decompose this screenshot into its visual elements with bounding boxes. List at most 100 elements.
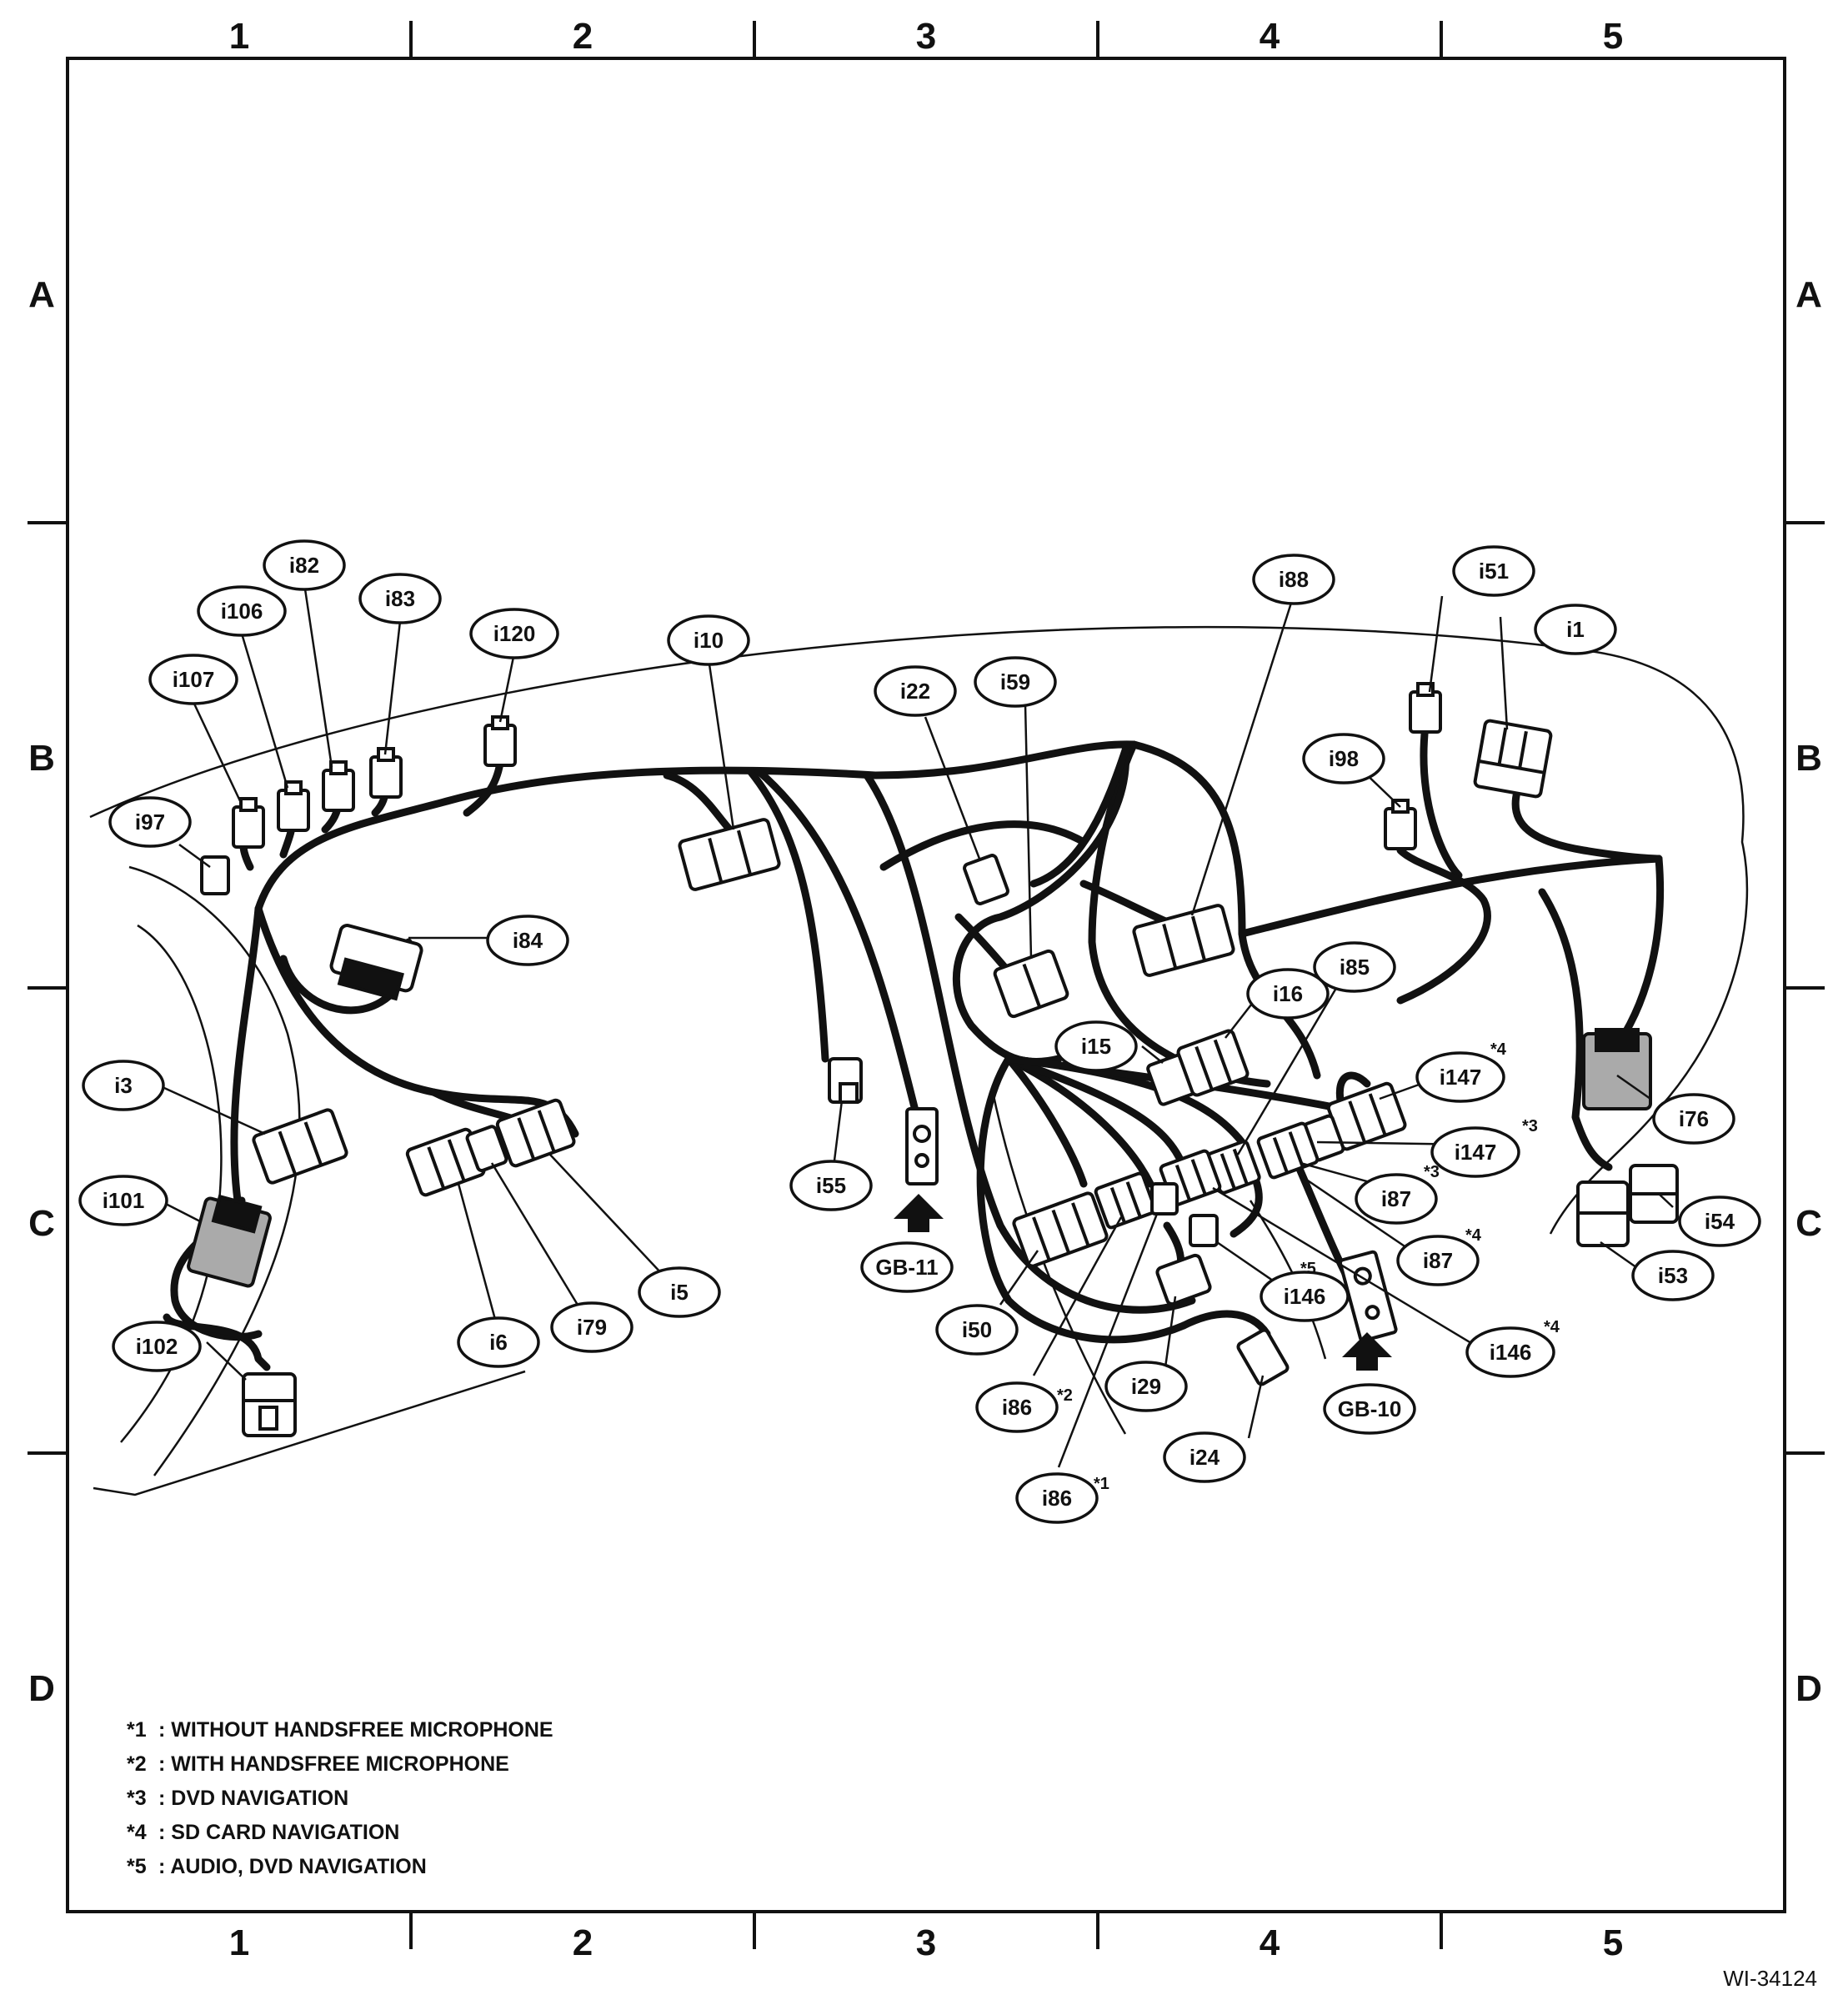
note-text: : WITHOUT HANDSFREE MICROPHONE — [158, 1718, 553, 1742]
note-text: : DVD NAVIGATION — [158, 1787, 348, 1810]
callout-note-mark: *1 — [1094, 1475, 1109, 1493]
connector-i24 — [1236, 1328, 1290, 1386]
note-mark: *5 — [127, 1855, 147, 1878]
row-label: C — [28, 1203, 55, 1244]
connector-i22 — [963, 854, 1009, 905]
connector-i86-small — [1150, 1182, 1179, 1216]
callout-note-mark: *3 — [1424, 1163, 1440, 1181]
callout-i88: i88 — [1279, 567, 1309, 592]
connector-i10 — [678, 818, 781, 891]
callout-i146: i146 — [1284, 1284, 1326, 1309]
callout-i55: i55 — [816, 1173, 846, 1198]
connector-i50 — [1012, 1191, 1109, 1268]
callout-note-mark: *5 — [1300, 1260, 1316, 1278]
note-mark: *2 — [127, 1752, 147, 1776]
connector-i53 — [1576, 1180, 1630, 1247]
col-label: 2 — [573, 16, 593, 57]
grid-labels: 1 2 3 4 5 1 2 3 4 5 A B C D A B C D — [28, 16, 1822, 1963]
callout-i106: i106 — [221, 599, 263, 624]
row-label: C — [1795, 1203, 1822, 1244]
callout-i22: i22 — [900, 679, 930, 704]
callout-i84: i84 — [513, 928, 543, 953]
arrow-up-icon — [894, 1194, 944, 1232]
legend-notes: *1 : WITHOUT HANDSFREE MICROPHONE *2 : W… — [127, 1718, 553, 1878]
callout-i97: i97 — [135, 810, 165, 835]
callout-i10: i10 — [694, 628, 724, 653]
diagram-frame — [28, 21, 1825, 1949]
row-label: B — [28, 738, 55, 779]
note-text: : SD CARD NAVIGATION — [158, 1821, 399, 1844]
row-label: A — [1795, 274, 1822, 315]
row-label: D — [1795, 1668, 1822, 1709]
callout-i101: i101 — [103, 1188, 145, 1213]
callout-i86: i86 — [1002, 1395, 1032, 1420]
connector-i29 — [1155, 1253, 1212, 1306]
callout-i102: i102 — [136, 1334, 178, 1359]
connector-i86 — [1094, 1171, 1157, 1230]
col-label: 3 — [916, 1922, 936, 1963]
connector-i102 — [242, 1372, 297, 1437]
connector-i106 — [277, 780, 310, 832]
col-label: 5 — [1603, 16, 1623, 57]
connector-i76 — [1582, 1028, 1652, 1110]
wire-harness — [163, 721, 1665, 1371]
callout-i87: i87 — [1423, 1248, 1453, 1273]
callout-note-mark: *4 — [1490, 1040, 1507, 1059]
ground-gb11 — [905, 1107, 939, 1185]
row-label: A — [28, 274, 55, 315]
callout-note-mark: *4 — [1465, 1226, 1482, 1245]
connector-i51 — [1409, 682, 1442, 734]
callout-i120: i120 — [493, 621, 536, 646]
connector-i84 — [329, 924, 423, 1001]
callout-i147: i147 — [1455, 1140, 1497, 1165]
note-mark: *1 — [127, 1718, 147, 1742]
col-label: 5 — [1603, 1922, 1623, 1963]
callout-note-mark: *3 — [1522, 1117, 1538, 1135]
connector-i98 — [1384, 799, 1417, 850]
connector-i59 — [993, 949, 1069, 1019]
ground-arrows — [894, 1194, 1392, 1371]
connector-i83 — [369, 747, 403, 799]
callout-i50: i50 — [962, 1317, 992, 1342]
col-label: 3 — [916, 16, 936, 57]
callout-i6: i6 — [489, 1330, 508, 1355]
row-label: B — [1795, 738, 1822, 779]
note-text: : AUDIO, DVD NAVIGATION — [158, 1855, 427, 1878]
callout-i76: i76 — [1679, 1106, 1709, 1131]
arrow-up-icon — [1342, 1332, 1392, 1371]
callout-i5: i5 — [670, 1280, 689, 1305]
callout-i83: i83 — [385, 586, 415, 611]
connector-i97 — [200, 855, 230, 895]
callout-i87: i87 — [1381, 1186, 1411, 1211]
callout-i85: i85 — [1340, 955, 1370, 980]
note-mark: *3 — [127, 1787, 147, 1810]
connector-i107 — [232, 797, 265, 849]
callout-i98: i98 — [1329, 746, 1359, 771]
callout-i79: i79 — [577, 1315, 607, 1340]
callout-i16: i16 — [1273, 981, 1303, 1006]
leader-lines — [154, 583, 1674, 1468]
callout-note-mark: *4 — [1544, 1318, 1560, 1336]
callout-i86: i86 — [1042, 1486, 1072, 1511]
callout-i107: i107 — [173, 667, 215, 692]
col-label: 4 — [1260, 1922, 1280, 1963]
connector-i147 — [1326, 1081, 1407, 1151]
figure-id: WI-34124 — [1723, 1966, 1817, 1991]
callout-i147: i147 — [1440, 1065, 1482, 1090]
connector-i5 — [495, 1098, 576, 1168]
callout-i24: i24 — [1189, 1445, 1220, 1470]
callout-i54: i54 — [1705, 1209, 1735, 1234]
connector-i54 — [1629, 1164, 1679, 1224]
note-mark: *4 — [127, 1821, 147, 1844]
connector-i120 — [483, 715, 517, 767]
callout-i53: i53 — [1658, 1263, 1688, 1288]
connector-i82 — [322, 760, 355, 812]
connector-i101 — [187, 1194, 272, 1288]
connector-i3 — [252, 1108, 348, 1185]
callout-i82: i82 — [289, 553, 319, 578]
col-label: 1 — [229, 16, 249, 57]
col-label: 1 — [229, 1922, 249, 1963]
callouts: i1 i3 i5 i6 i10 i15 i16 i22 i24 i29 i50 … — [78, 539, 1761, 1524]
callout-i146: i146 — [1490, 1340, 1532, 1365]
